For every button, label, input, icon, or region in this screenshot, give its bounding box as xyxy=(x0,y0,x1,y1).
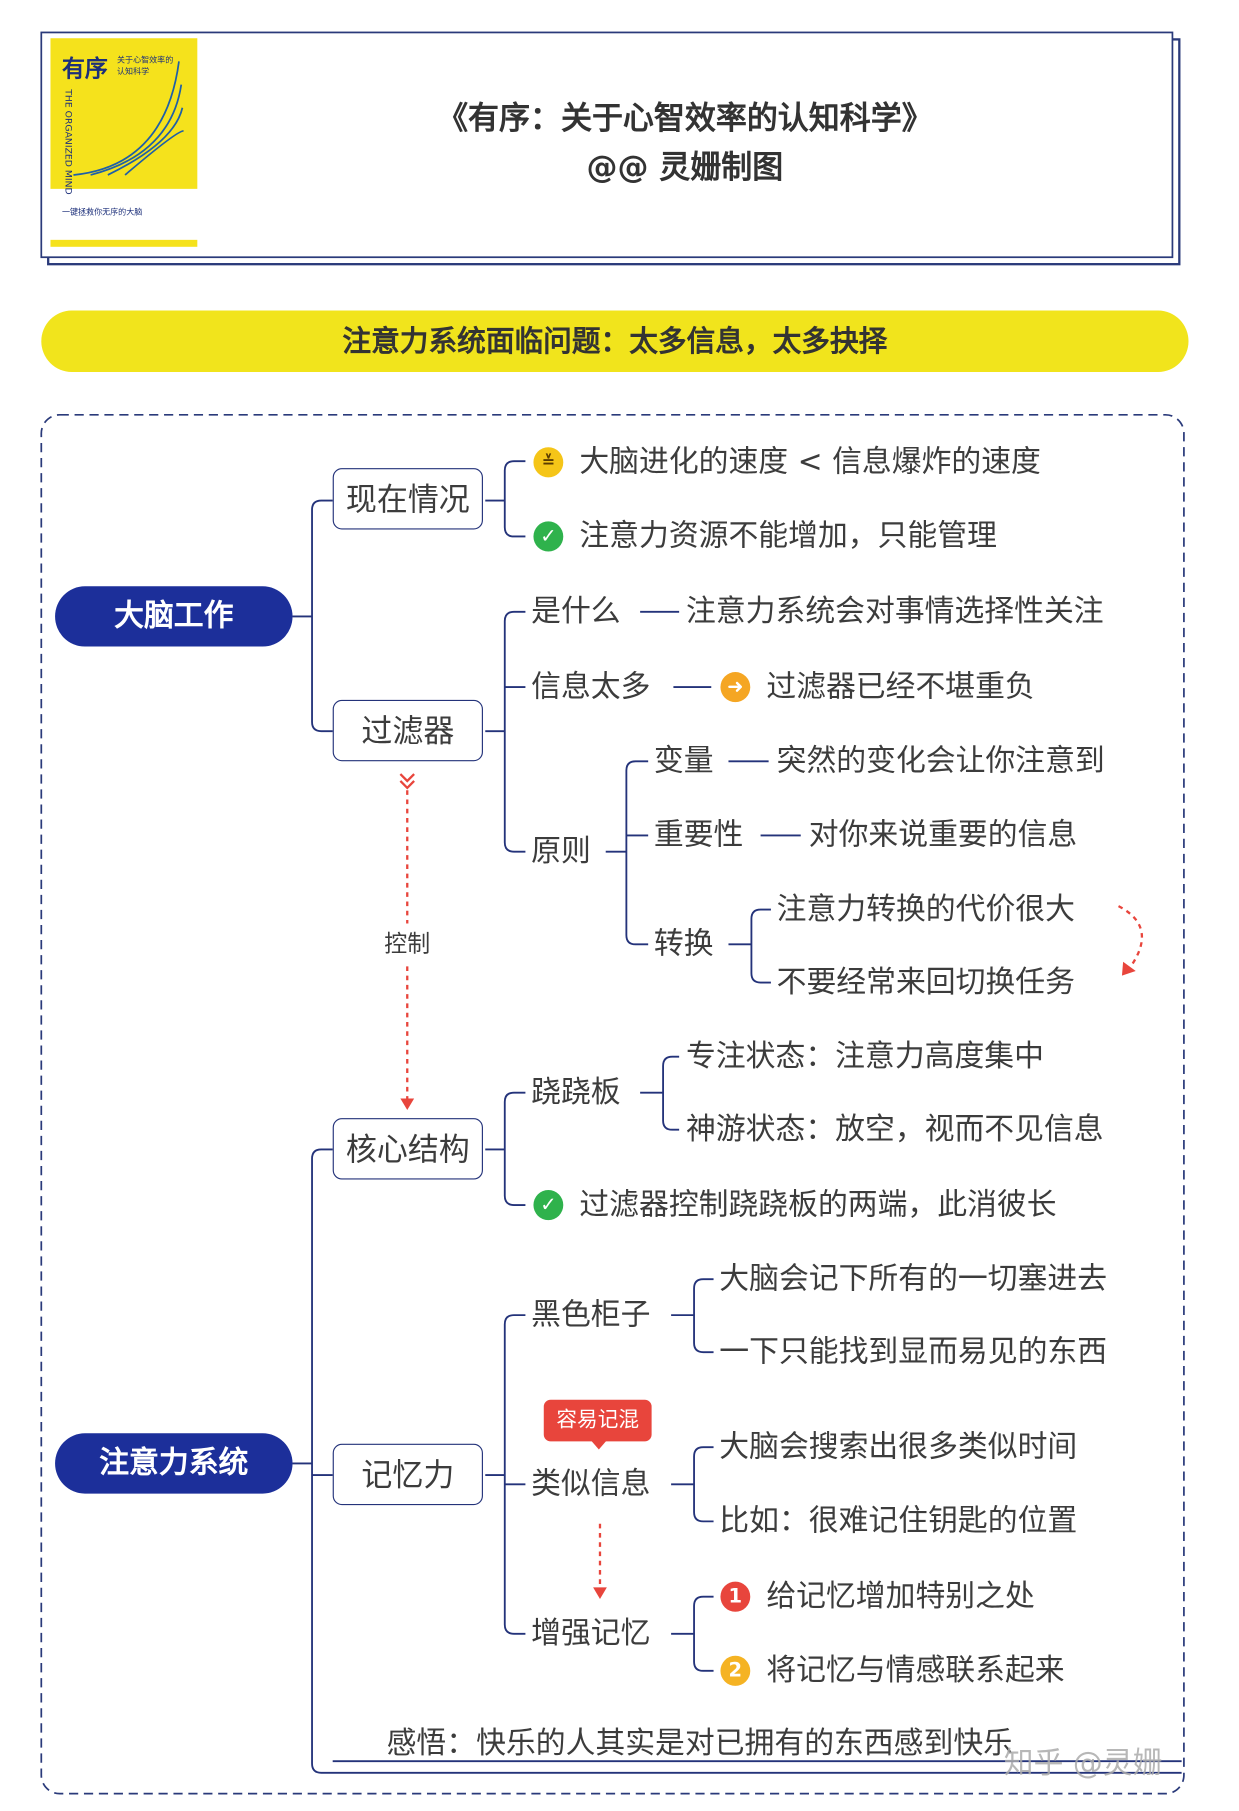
badge-pointer xyxy=(590,1440,607,1450)
similar-item-1: 大脑会搜索出很多类似时间 xyxy=(719,1429,1078,1465)
seesaw-item-2: 神游状态：放空，视而不见信息 xyxy=(686,1112,1104,1148)
tired-face-icon: ≚ xyxy=(533,447,564,478)
seesaw-label: 跷跷板 xyxy=(531,1075,621,1111)
banner: 注意力系统面临问题：太多信息，太多抉择 xyxy=(41,310,1189,372)
node-core: 核心结构 xyxy=(332,1118,483,1180)
book-cover-subtitle: 关于心智效率的认知科学 xyxy=(117,55,174,77)
insight: 感悟：快乐的人其实是对已拥有的东西感到快乐 xyxy=(386,1726,1013,1762)
author: @@ 灵姗制图 xyxy=(586,149,784,186)
number-one-icon: 1 xyxy=(720,1581,751,1612)
enhance-item-2: 将记忆与情感联系起来 xyxy=(766,1653,1065,1689)
node-current: 现在情况 xyxy=(332,468,483,530)
filter-toomuch-value: 过滤器已经不堪重负 xyxy=(766,669,1035,705)
watermark: 知乎 @灵姗 xyxy=(1003,1746,1163,1781)
control-label: 控制 xyxy=(382,923,433,963)
book-cover-english-title: THE ORGANIZED MIND xyxy=(63,89,74,195)
number-two-icon: 2 xyxy=(720,1655,751,1686)
blackbox-item-2: 一下只能找到显而易见的东西 xyxy=(719,1334,1108,1370)
check-icon: ✓ xyxy=(533,1189,564,1221)
variable-label: 变量 xyxy=(653,743,714,779)
principle-label: 原则 xyxy=(531,834,591,870)
enhance-label: 增强记忆 xyxy=(531,1616,651,1652)
filter-what-label: 是什么 xyxy=(531,594,621,630)
book-cover-title: 有序 xyxy=(61,54,108,83)
current-item-1: 大脑进化的速度 < 信息爆炸的速度 xyxy=(579,444,1041,480)
filter-what-value: 注意力系统会对事情选择性关注 xyxy=(686,594,1104,630)
core-note: 过滤器控制跷跷板的两端，此消彼长 xyxy=(579,1187,1057,1223)
seesaw-item-1: 专注状态：注意力高度集中 xyxy=(686,1039,1044,1075)
switch-item-2: 不要经常来回切换任务 xyxy=(776,965,1075,1000)
importance-label: 重要性 xyxy=(653,818,744,853)
variable-value: 突然的变化会让你注意到 xyxy=(776,743,1105,779)
enhance-item-1: 给记忆增加特别之处 xyxy=(766,1579,1035,1615)
switch-item-1: 注意力转换的代价很大 xyxy=(776,892,1075,927)
book-cover: 有序 关于心智效率的认知科学 THE ORGANIZED MIND 一键拯救你无… xyxy=(50,38,198,247)
page-title: 《有序：关于心智效率的认知科学》 xyxy=(437,100,933,137)
filter-toomuch-label: 信息太多 xyxy=(531,669,651,705)
check-icon: ✓ xyxy=(533,521,564,552)
blackbox-item-1: 大脑会记下所有的一切塞进去 xyxy=(719,1261,1108,1297)
root-attention-system: 注意力系统 xyxy=(55,1433,293,1494)
blackbox-label: 黑色柜子 xyxy=(531,1297,651,1333)
node-memory: 记忆力 xyxy=(332,1443,483,1506)
book-cover-curves xyxy=(73,61,184,176)
confusing-badge: 容易记混 xyxy=(543,1399,652,1442)
root-brain-work: 大脑工作 xyxy=(55,586,293,647)
importance-value: 对你来说重要的信息 xyxy=(808,818,1078,853)
arrow-right-icon: ➜ xyxy=(720,672,751,703)
current-item-2: 注意力资源不能增加，只能管理 xyxy=(579,519,997,554)
similar-item-2: 比如：很难记住钥匙的位置 xyxy=(719,1503,1078,1539)
similar-label: 类似信息 xyxy=(531,1466,651,1502)
book-cover-tagline: 一键拯救你无序的大脑 xyxy=(61,207,143,217)
node-filter: 过滤器 xyxy=(332,699,483,762)
switch-label: 转换 xyxy=(653,926,714,962)
